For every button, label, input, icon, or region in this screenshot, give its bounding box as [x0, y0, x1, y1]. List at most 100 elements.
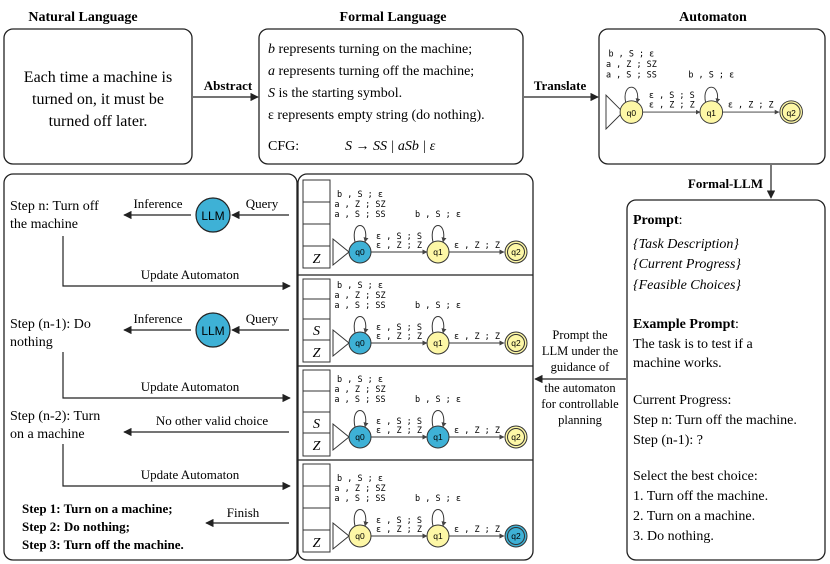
progress-line-3: Step (n-1): ?	[633, 433, 703, 448]
choice-3: 3. Do nothing.	[633, 529, 714, 544]
prompt-box	[626, 199, 826, 561]
stack-2-bottom: Z	[313, 346, 321, 361]
middle-note-6: planning	[558, 413, 602, 427]
update-label-1: Update Automaton	[141, 267, 240, 282]
llm-node-2	[195, 312, 231, 348]
middle-note-1: Prompt the	[552, 328, 608, 342]
svg-text:ε , Z ; Z: ε , Z ; Z	[376, 241, 422, 251]
svg-text:ε , Z ; Z: ε , Z ; Z	[376, 426, 422, 436]
steps-box	[3, 173, 298, 561]
abstract-label: Abstract	[204, 78, 253, 93]
stack-2: S Z	[302, 278, 331, 363]
progress-line-1: Current Progress:	[633, 393, 731, 408]
step-n1-line-1: Step (n-1): Do	[10, 317, 91, 332]
llm-label-1: LLM	[201, 209, 224, 223]
inference-label-2: Inference	[133, 311, 182, 326]
loop-q1	[704, 86, 721, 104]
formal-language-box	[258, 28, 524, 165]
edge-q0-q1-label-2: ε , Z ; Z	[649, 99, 695, 109]
prompt-line-choices: {Feasible Choices}	[633, 278, 741, 293]
start-marker	[605, 94, 624, 131]
loop-q0-label-1: b , S ; ε	[608, 49, 654, 59]
panel-1: Z b , S ; ε a , Z ; SZ a , S ; SS q0 ε ,…	[302, 179, 528, 269]
formal-line-s: S is the starting symbol.	[268, 86, 402, 101]
edge-q0-q1-label-1: ε , S ; S	[649, 90, 695, 100]
step-n2-line-1: Step (n-2): Turn	[10, 409, 100, 424]
query-label-1: Query	[246, 196, 279, 211]
state-q2-accept-ring	[781, 102, 801, 122]
svg-text:q2: q2	[511, 247, 521, 257]
automaton-box	[598, 28, 826, 165]
svg-text:q0: q0	[355, 432, 365, 442]
state-q0	[619, 100, 644, 124]
svg-text:b , S ; ε: b , S ; ε	[337, 190, 383, 200]
panel-2: S Z b , S ; ε a , Z ; SZ a , S ; SS q0 ε…	[302, 278, 528, 363]
svg-text:q1: q1	[433, 432, 443, 442]
finish-label: Finish	[227, 505, 260, 520]
svg-text:ε , Z ; Z: ε , Z ; Z	[454, 426, 500, 436]
svg-text:ε , Z ; Z: ε , Z ; Z	[454, 332, 500, 342]
state-q1	[699, 100, 724, 124]
state-q1-label: q1	[707, 108, 717, 118]
automaton-main: b , S ; ε a , Z ; SZ a , S ; SS q0 ε , S…	[605, 49, 803, 131]
stack-4: Z	[302, 463, 331, 553]
loop-q0	[624, 86, 641, 104]
svg-text:a , Z ; SZ: a , Z ; SZ	[334, 484, 385, 494]
cfg-rule: S → SS | aSb | ε	[345, 139, 436, 154]
panel-4-state-q2	[504, 524, 528, 548]
svg-text:a , S ; SS: a , S ; SS	[334, 395, 385, 405]
step-n-line-1: Step n: Turn off	[10, 199, 99, 214]
svg-text:b , S ; ε: b , S ; ε	[415, 210, 461, 220]
cfg-label: CFG:	[268, 139, 299, 154]
progress-line-2: Step n: Turn off the machine.	[633, 413, 797, 428]
stack-3-top: S	[313, 417, 320, 432]
stack-1: Z	[302, 179, 331, 269]
natural-language-box	[3, 28, 193, 165]
svg-text:b , S ; ε: b , S ; ε	[415, 395, 461, 405]
svg-text:b , S ; ε: b , S ; ε	[415, 494, 461, 504]
middle-note-2: LLM under the	[542, 344, 619, 358]
header-automaton: Automaton	[679, 10, 747, 25]
svg-text:ε , S ; S: ε , S ; S	[376, 323, 422, 333]
choice-2: 2. Turn on a machine.	[633, 509, 755, 524]
svg-text:a , S ; SS: a , S ; SS	[334, 301, 385, 311]
no-choice-label: No other valid choice	[156, 413, 268, 428]
panel-4: Z b , S ; ε a , Z ; SZ a , S ; SS q0 ε ,…	[302, 463, 528, 553]
panel-3-state-q2	[504, 425, 528, 449]
final-step-2: Step 2: Do nothing;	[22, 519, 130, 534]
state-q2	[779, 100, 803, 124]
loop-q0-label-2: a , Z ; SZ	[606, 59, 657, 69]
svg-text:ε , Z ; Z: ε , Z ; Z	[376, 525, 422, 535]
svg-text:q0: q0	[355, 247, 365, 257]
prompt-line-task: {Task Description}	[633, 237, 739, 252]
svg-text:q0: q0	[355, 531, 365, 541]
svg-text:q1: q1	[433, 247, 443, 257]
formal-line-a: a represents turning off the machine;	[268, 64, 474, 79]
formal-llm-label: Formal-LLM	[688, 176, 763, 191]
llm-node-1	[195, 197, 231, 233]
prompt-line-progress: {Current Progress}	[633, 257, 741, 272]
natural-text-line-1: Each time a machine is	[24, 69, 172, 86]
svg-text:q2: q2	[511, 338, 521, 348]
svg-text:ε , Z ; Z: ε , Z ; Z	[376, 332, 422, 342]
stack-3-bottom: Z	[313, 439, 321, 454]
state-q2-label: q2	[786, 108, 796, 118]
svg-text:ε , S ; S: ε , S ; S	[376, 516, 422, 526]
svg-text:q0: q0	[355, 338, 365, 348]
svg-text:q2: q2	[511, 432, 521, 442]
middle-note-5: for controllable	[541, 397, 619, 411]
update-arrow-3	[62, 444, 291, 491]
svg-text:b , S ; ε: b , S ; ε	[337, 281, 383, 291]
update-arrow-1	[62, 236, 291, 291]
panel-2-state-q2	[504, 331, 528, 355]
panel-3: S Z b , S ; ε a , Z ; SZ a , S ; SS q0 ε…	[302, 369, 528, 457]
svg-text:a , Z ; SZ: a , Z ; SZ	[334, 200, 385, 210]
prompt-title: Prompt:	[633, 213, 683, 228]
middle-note-3: guidance of	[551, 360, 610, 374]
svg-text:q2: q2	[511, 531, 521, 541]
llm-label-2: LLM	[201, 324, 224, 338]
stack-1-bottom: Z	[313, 252, 321, 267]
example-prompt-title: Example Prompt:	[633, 317, 739, 332]
stack-4-bottom: Z	[313, 536, 321, 551]
update-arrow-2	[62, 352, 291, 403]
